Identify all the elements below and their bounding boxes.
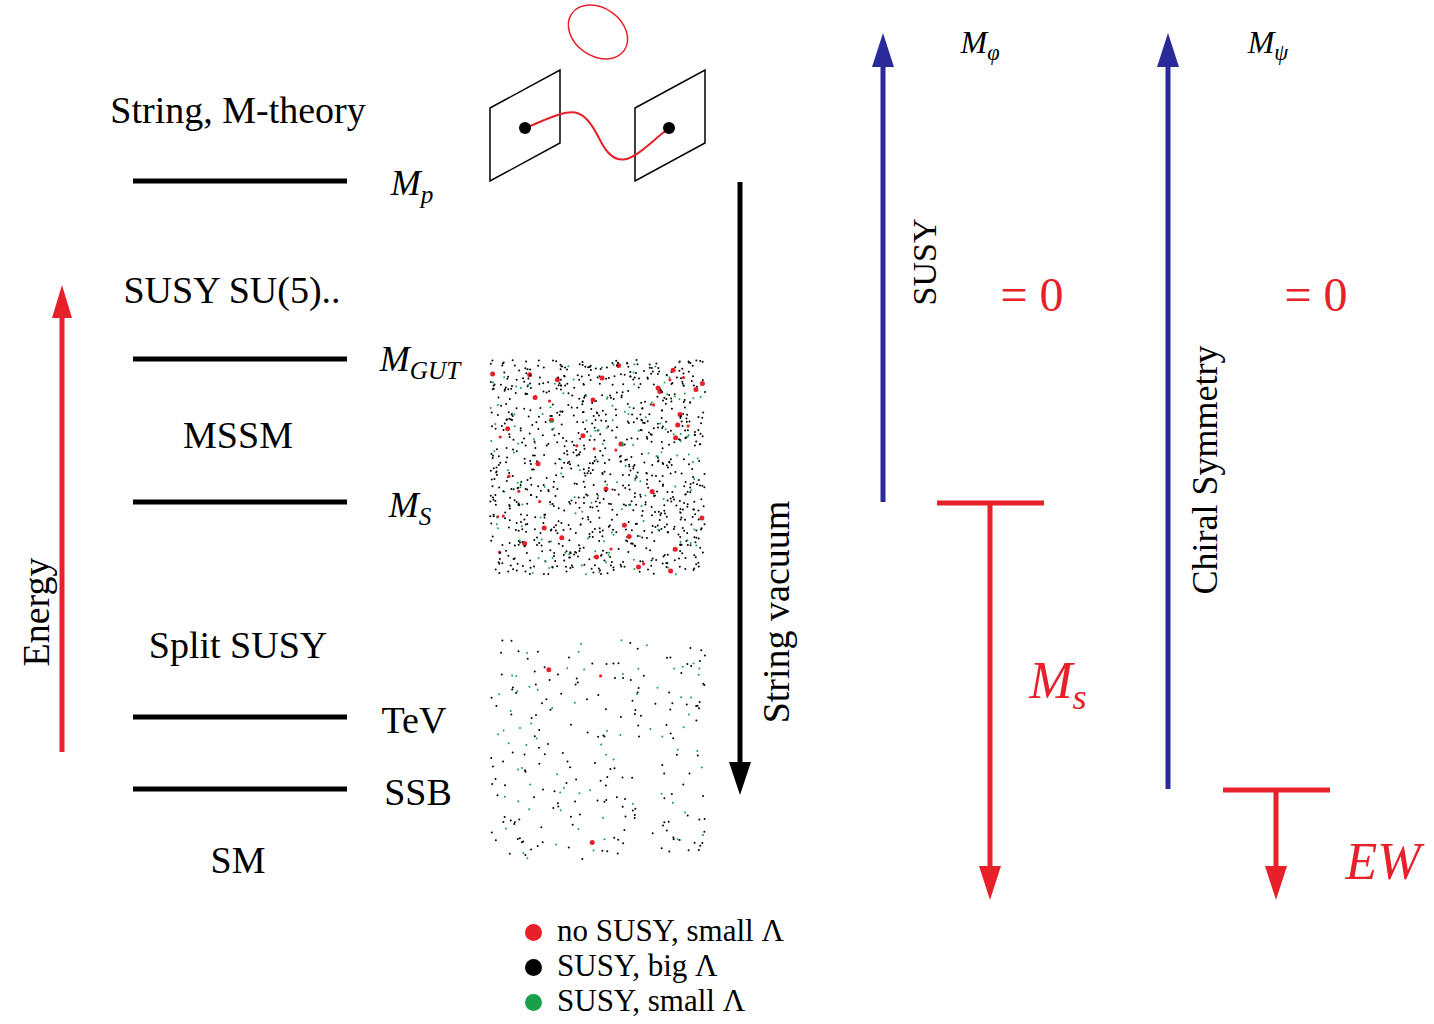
label: EW [1345, 836, 1420, 888]
label: MGUT [380, 341, 460, 383]
label: Chiral Symmetry [1187, 346, 1223, 595]
legend-text: no SUSY, small Λ [557, 915, 784, 946]
legend-text: SUSY, big Λ [557, 950, 718, 981]
label: Split SUSY [149, 626, 327, 664]
label: Energy [17, 557, 55, 666]
label: SSB [384, 773, 452, 811]
label: MS [389, 487, 432, 529]
legend-swatch [525, 994, 542, 1011]
legend-swatch [525, 959, 542, 976]
label: SUSY [908, 219, 942, 306]
legend-swatch [525, 924, 542, 941]
label: Mψ [1248, 26, 1289, 64]
label: = 0 [1284, 271, 1347, 319]
label: TeV [382, 701, 447, 739]
label: SM [211, 841, 266, 879]
label: MSSM [183, 416, 293, 454]
label: String vacuum [757, 501, 795, 724]
label: Ms [1029, 655, 1087, 715]
label: String, M-theory [110, 91, 365, 129]
label: SUSY SU(5).. [123, 271, 340, 309]
label: Mφ [960, 26, 999, 64]
label: = 0 [1000, 271, 1063, 319]
legend-text: SUSY, small Λ [557, 985, 745, 1016]
label: Mp [391, 165, 434, 207]
